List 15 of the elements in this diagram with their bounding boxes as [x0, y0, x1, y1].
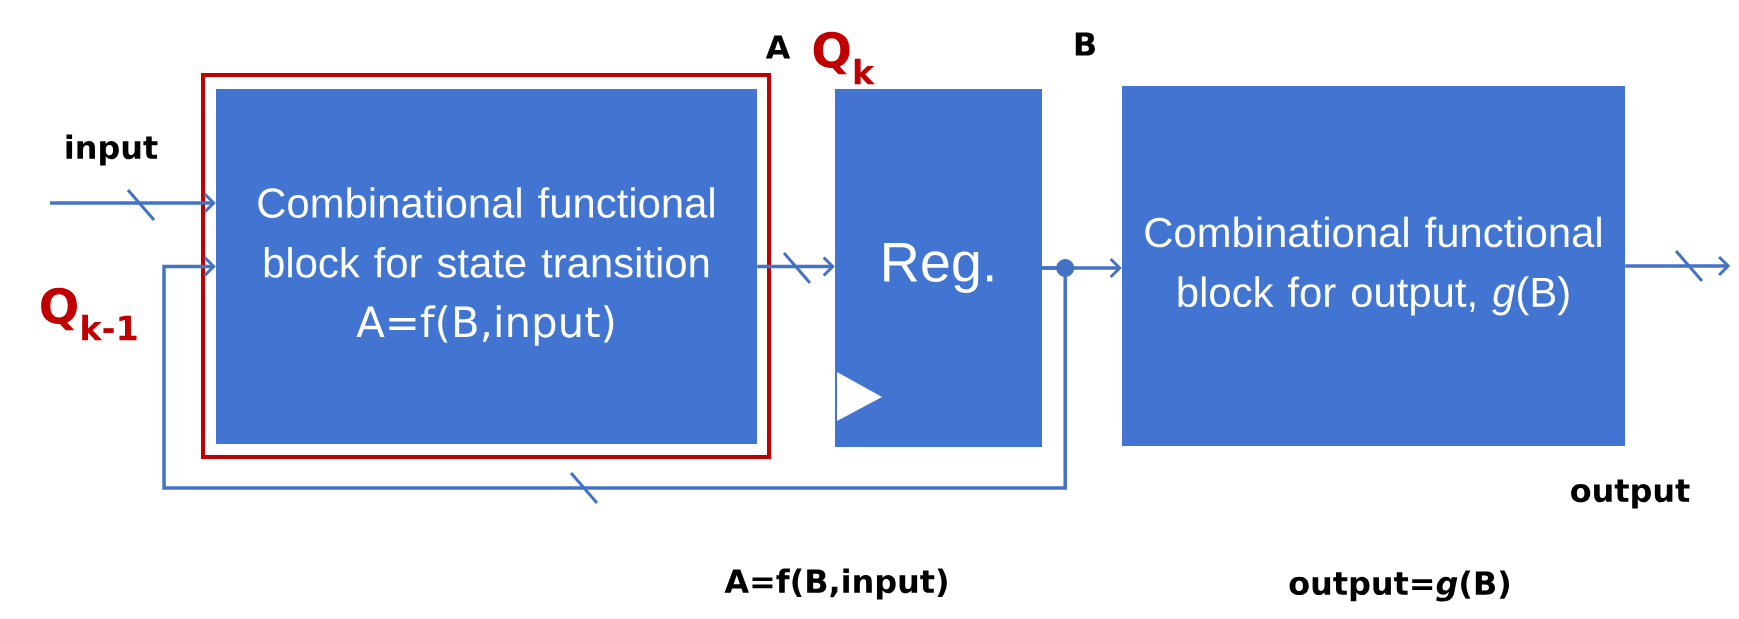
logic-block: Combinational functional block for output, g(B)	[1122, 86, 1625, 446]
label: A=f(B,input)	[724, 568, 947, 600]
arrow	[757, 256, 835, 277]
label: output	[1571, 479, 1690, 509]
label: input	[66, 134, 158, 166]
arrow	[162, 256, 1067, 490]
label: B	[1075, 32, 1095, 56]
label: Q$_{k}$	[813, 31, 875, 85]
arrow	[50, 192, 216, 214]
logic-block: Combinational functional block for state transition A=f(B,input)	[216, 89, 757, 444]
label: A	[765, 35, 791, 59]
arrow	[1625, 255, 1731, 277]
label: Q$_{k-1}$	[41, 287, 137, 341]
label: output=g(B)	[1289, 570, 1510, 602]
register-box: Reg.	[835, 89, 1042, 447]
